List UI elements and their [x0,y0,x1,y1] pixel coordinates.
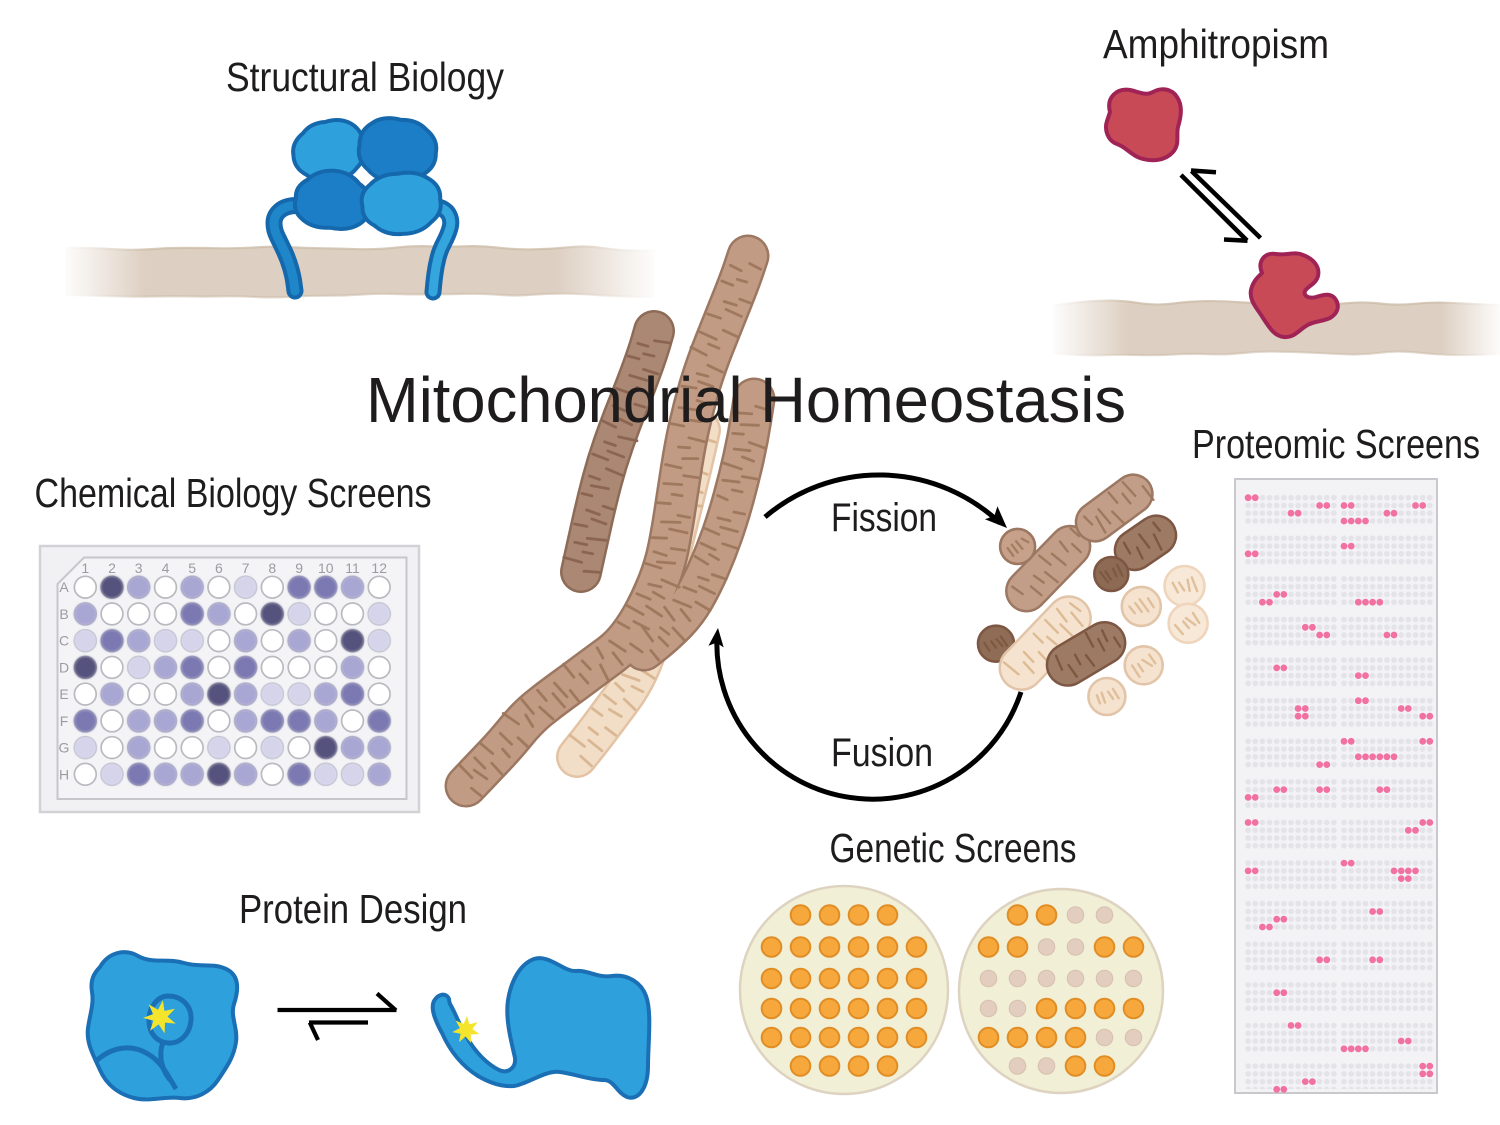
svg-text:Proteomic Screens: Proteomic Screens [1192,421,1480,467]
svg-text:G: G [59,740,70,756]
svg-text:B: B [59,606,68,622]
svg-text:1: 1 [81,560,89,576]
svg-text:Structural Biology: Structural Biology [226,54,504,100]
svg-text:Fusion: Fusion [831,731,933,775]
svg-text:3: 3 [135,560,143,576]
svg-text:8: 8 [268,560,276,576]
svg-text:E: E [59,686,68,702]
svg-text:Genetic Screens: Genetic Screens [830,825,1077,871]
svg-text:9: 9 [295,560,303,576]
svg-text:Amphitropism: Amphitropism [1103,21,1329,67]
svg-text:Chemical Biology Screens: Chemical Biology Screens [35,470,432,516]
svg-text:H: H [59,766,69,782]
svg-text:12: 12 [371,560,387,576]
svg-text:5: 5 [188,560,196,576]
svg-text:4: 4 [162,560,170,576]
svg-text:F: F [60,713,69,729]
svg-text:11: 11 [345,560,360,576]
svg-text:7: 7 [242,560,250,576]
svg-text:10: 10 [318,560,334,576]
svg-text:Fission: Fission [831,496,937,540]
svg-text:Protein Design: Protein Design [239,886,467,932]
svg-text:Mitochondrial Homeostasis: Mitochondrial Homeostasis [366,364,1126,436]
svg-text:C: C [59,633,69,649]
svg-text:6: 6 [215,560,223,576]
svg-text:D: D [59,659,69,675]
svg-text:A: A [59,579,69,595]
svg-text:2: 2 [108,560,116,576]
